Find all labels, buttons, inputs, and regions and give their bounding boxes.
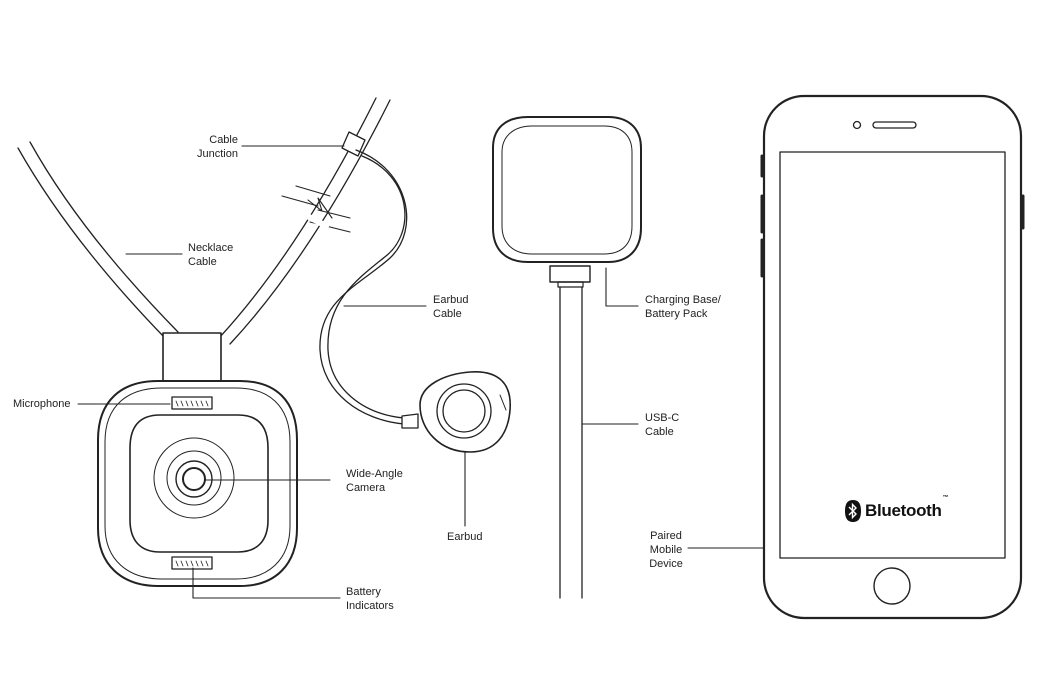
bluetooth-wordmark: Bluetooth™: [865, 495, 949, 520]
label-wide-angle-camera: Wide-Angle Camera: [346, 468, 403, 494]
earbud-cable: [319, 149, 419, 429]
leader-lines: [77, 145, 765, 599]
cable-break-mark: [281, 185, 351, 233]
bluetooth-icon: [845, 500, 861, 522]
label-earbud: Earbud: [447, 531, 483, 543]
necklace-cable: [17, 97, 391, 345]
cable-junction: [341, 131, 366, 157]
label-battery-indicators: Battery Indicators: [346, 586, 394, 612]
bluetooth-logo: Bluetooth™: [845, 495, 949, 522]
pendant-device: [97, 332, 298, 587]
earbud-device: [419, 371, 511, 453]
charging-base: [492, 116, 642, 288]
label-earbud-cable: Earbud Cable: [433, 294, 469, 320]
label-paired-mobile-device: Paired Mobile Device: [649, 530, 683, 570]
label-cable-junction: Cable Junction: [197, 134, 238, 160]
label-usb-c-cable: USB-C Cable: [645, 412, 680, 438]
label-necklace-cable: Necklace Cable: [188, 242, 234, 268]
usb-c-cable: [559, 286, 583, 599]
label-charging-base: Charging Base/ Battery Pack: [645, 294, 721, 320]
mobile-phone: [760, 94, 1025, 620]
label-microphone: Microphone: [13, 398, 71, 410]
